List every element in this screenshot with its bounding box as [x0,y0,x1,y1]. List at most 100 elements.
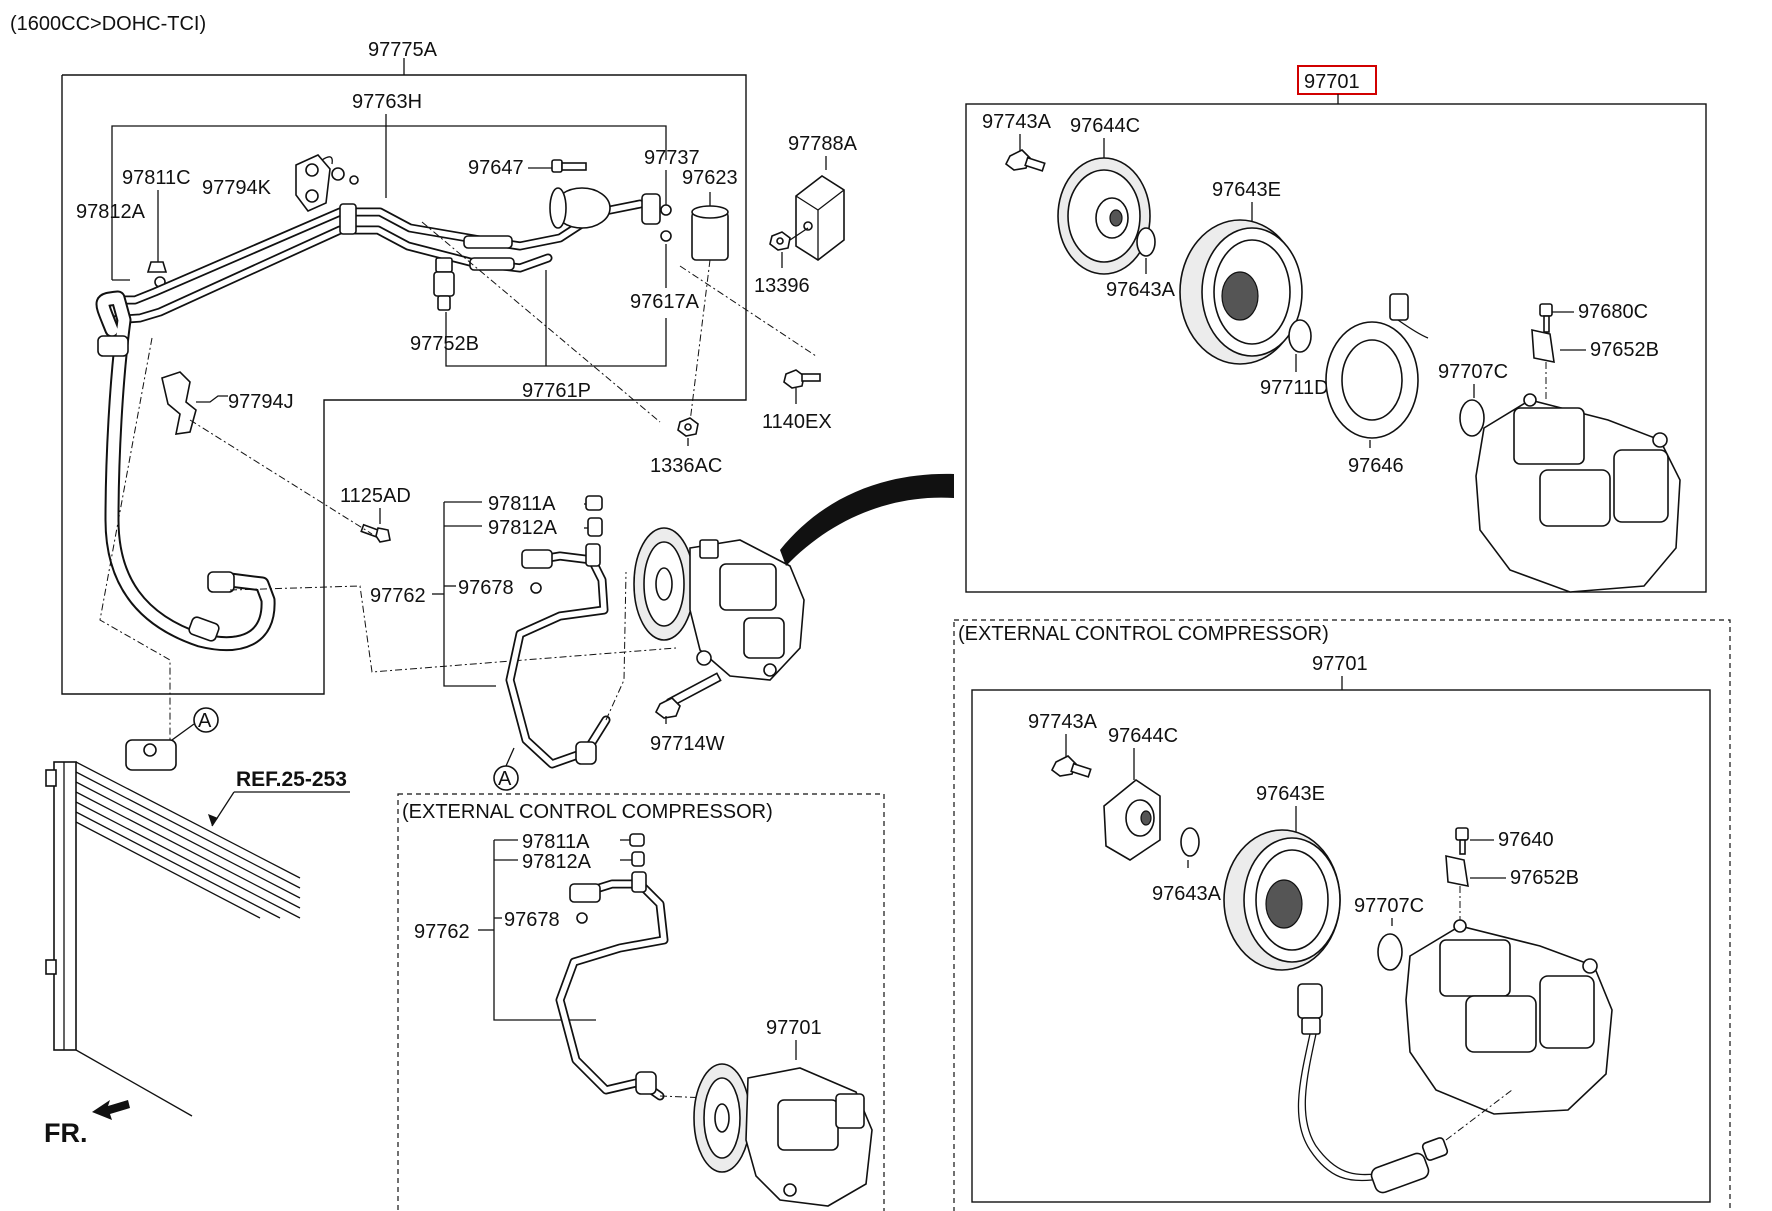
shim-97643A-top [1136,227,1156,257]
part-label-13396[interactable]: 13396 [754,275,810,297]
snap-ring-97711D [1288,319,1312,353]
section-title-right: (EXTERNAL CONTROL COMPRESSOR) [958,623,1329,645]
part-label-97701-top[interactable]: 97701 [1304,71,1360,93]
nut-1336AC [677,417,699,437]
part-label-97617A[interactable]: 97617A [630,291,700,313]
compressor-exploded-top: 97701 97743A 97644C 97643A 97643E [965,65,1707,593]
part-label-97680C[interactable]: 97680C [1578,301,1648,323]
part-label-97643A-ext[interactable]: 97643A [1152,883,1222,905]
svg-text:A: A [198,710,212,732]
reference-label[interactable]: REF.25-253 [236,768,347,791]
callout-marker-a-2[interactable]: A [493,765,519,791]
condenser [45,739,301,1117]
hub-97644C-top [1057,157,1151,275]
seal-97707C-ext [1377,933,1403,971]
bolt-1125AD [360,523,391,543]
part-label-97743A-top[interactable]: 97743A [982,111,1052,133]
part-label-97737[interactable]: 97737 [644,147,700,169]
muffler-canister [549,187,611,229]
bracket-97652B-top [1531,328,1555,364]
part-label-97812A[interactable]: 97812A [76,201,146,223]
part-label-97714W[interactable]: 97714W [650,733,725,755]
part-label-1336AC[interactable]: 1336AC [650,455,722,477]
part-label-97812A[interactable]: 97812A [488,517,558,539]
bolt-97743A-ext [1050,755,1092,778]
part-label-97701-ext-right[interactable]: 97701 [1312,653,1368,675]
bolt-97647 [551,159,587,173]
part-label-97643A-top[interactable]: 97643A [1106,279,1176,301]
part-label-97623[interactable]: 97623 [682,167,738,189]
compressor-body-ext-right [1405,919,1613,1115]
part-label-97811A-ext[interactable]: 97811A [522,831,590,853]
part-label-97775A[interactable]: 97775A [368,39,438,61]
external-control-section-left: (EXTERNAL CONTROL COMPRESSOR) 97811A 978… [397,793,885,1211]
valve-97812A [587,517,603,537]
section-title-left: (EXTERNAL CONTROL COMPRESSOR) [402,801,773,823]
part-label-97794J[interactable]: 97794J [228,391,294,413]
part-label-97644C-ext[interactable]: 97644C [1108,725,1178,747]
part-label-97678[interactable]: 97678 [458,577,514,599]
bolt-97640 [1455,827,1469,855]
part-label-97763H[interactable]: 97763H [352,91,422,113]
suction-hose [95,290,276,652]
part-label-97811C[interactable]: 97811C [122,167,191,189]
external-control-section-right: (EXTERNAL CONTROL COMPRESSOR) 97701 9774… [953,619,1731,1211]
hose-assembly-group: 97775A 97763H 97811C 97812A 97794K [61,39,747,695]
nut-97811C [146,261,168,273]
oring-97678 [530,582,542,594]
part-label-1140EX[interactable]: 1140EX [762,411,832,433]
part-label-97701-ext-left[interactable]: 97701 [766,1017,822,1039]
part-label-97761P[interactable]: 97761P [522,380,591,402]
bolt-1140EX [783,369,821,389]
part-label-97811A[interactable]: 97811A [488,493,556,515]
cap-97811A [585,495,603,511]
part-label-97711D[interactable]: 97711D [1260,377,1329,399]
compressor-ext-left [693,1063,873,1207]
bracket-97794J [161,371,197,435]
receiver-drier-97623 [691,205,729,261]
ecv-connector-harness [1297,983,1513,1194]
highlight-box [1297,65,1377,95]
pulley-97643E-ext [1223,829,1341,971]
part-label-97640[interactable]: 97640 [1498,829,1554,851]
zoom-pointer [780,473,954,566]
block-fitting-97737 [641,193,672,242]
part-label-97643E-ext[interactable]: 97643E [1256,783,1325,805]
field-coil-97646 [1325,293,1429,439]
bracket-97652B-ext [1445,854,1469,888]
part-label-97643E-top[interactable]: 97643E [1212,179,1281,201]
seal-97707C-top [1459,399,1485,437]
part-label-97762-ext[interactable]: 97762 [414,921,470,943]
part-label-1125AD[interactable]: 1125AD [340,485,411,507]
hub-97644C-ext [1103,779,1161,861]
part-label-97647[interactable]: 97647 [468,157,524,179]
nut-13396 [769,231,791,251]
part-label-97707C-top[interactable]: 97707C [1438,361,1508,383]
part-label-97743A-ext[interactable]: 97743A [1028,711,1098,733]
part-label-97812A-ext[interactable]: 97812A [522,851,592,873]
part-label-97752B[interactable]: 97752B [410,333,479,355]
compressor-body-top [1475,393,1681,593]
compressor-main [633,527,805,681]
liquid-tube-97763H [107,199,645,325]
part-label-97788A[interactable]: 97788A [788,133,858,155]
part-label-97644C-top[interactable]: 97644C [1070,115,1140,137]
part-label-97678-ext[interactable]: 97678 [504,909,560,931]
part-label-97794K[interactable]: 97794K [202,177,272,199]
part-label-97707C-ext[interactable]: 97707C [1354,895,1424,917]
pulley-97643E-top [1179,219,1303,365]
discharge-hose-group: 97811A 97812A 97762 97678 [370,493,627,769]
part-label-97762[interactable]: 97762 [370,585,426,607]
callout-marker-a-1[interactable]: A [193,707,219,733]
bolt-97680C [1539,303,1553,333]
part-label-97646[interactable]: 97646 [1348,455,1404,477]
engine-label: (1600CC>DOHC-TCI) [10,13,206,35]
bolt-97743A-top [1004,149,1046,172]
front-arrow-icon [92,1100,130,1120]
svg-text:A: A [498,768,512,790]
front-direction-label: FR. [44,1118,88,1148]
part-label-97652B-ext[interactable]: 97652B [1510,867,1579,889]
part-label-97652B-top[interactable]: 97652B [1590,339,1659,361]
bolt-97714W [654,672,722,719]
